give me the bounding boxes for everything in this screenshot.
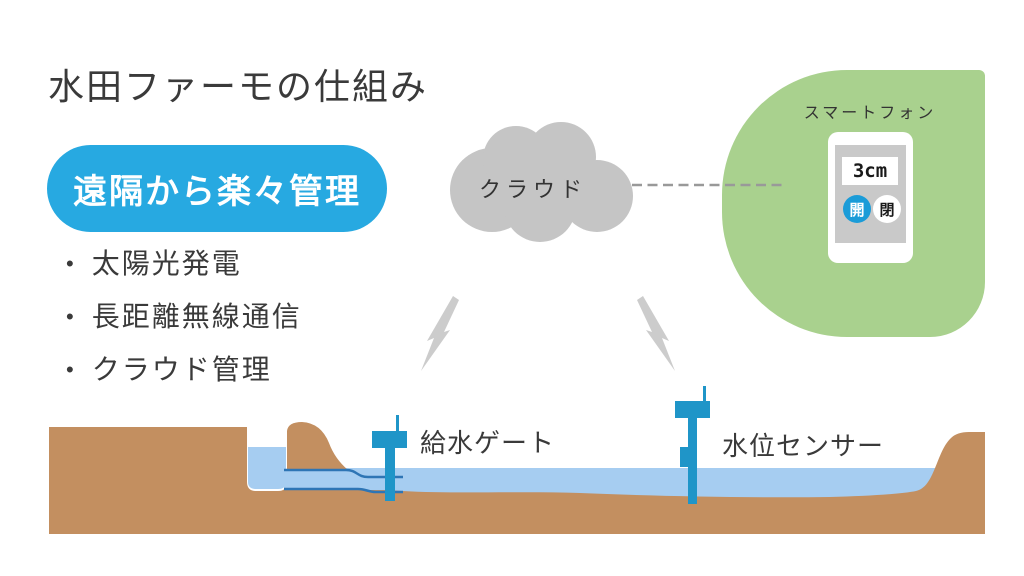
ground (49, 422, 985, 534)
sensor-antenna (703, 386, 706, 402)
sensor-float-box (680, 447, 692, 467)
remote-management-badge: 遠隔から楽々管理 (47, 145, 387, 232)
feature-label: 太陽光発電 (91, 248, 242, 279)
supply-pipe-bottom-outline (284, 487, 403, 494)
close-gate-button[interactable]: 閉 (873, 195, 901, 223)
feature-label: 長距離無線通信 (91, 301, 302, 332)
cloud-label: クラウド (478, 177, 587, 202)
sensor-device (675, 386, 710, 504)
gate-head (372, 431, 407, 448)
badge-label: 遠隔から楽々管理 (73, 173, 361, 211)
bullet-dot: • (66, 251, 76, 276)
supply-pipe-top-outline (284, 468, 403, 479)
feature-item-cloud: • クラウド管理 (66, 355, 302, 385)
gate-control-buttons: 開 閉 (843, 195, 901, 223)
page-title: 水田ファーモの仕組み (48, 66, 429, 107)
lightning-bolt-right (637, 296, 675, 371)
gate-antenna (396, 415, 399, 433)
smartphone: 3cm 開 閉 (828, 132, 913, 263)
smartphone-label: スマートフォン (803, 105, 937, 122)
water-level-readout: 3cm (842, 157, 898, 185)
lightning-bolt-left (421, 296, 459, 371)
bullet-dot: • (66, 357, 76, 382)
sensor-label: 水位センサー (722, 431, 885, 461)
cloud-shape (450, 122, 633, 242)
lightning-bolts (421, 296, 675, 371)
sensor-head (675, 401, 710, 418)
feature-label: クラウド管理 (91, 354, 272, 385)
bullet-dot: • (66, 304, 76, 329)
gate-label: 給水ゲート (420, 428, 556, 458)
gate-stem (385, 448, 395, 501)
supply-pipe-fill (284, 470, 403, 490)
feature-list: • 太陽光発電 • 長距離無線通信 • クラウド管理 (66, 249, 302, 385)
feature-item-solar: • 太陽光発電 (66, 249, 302, 279)
feature-item-wireless: • 長距離無線通信 (66, 302, 302, 332)
gate-device (372, 415, 407, 501)
channel-water (248, 447, 286, 489)
open-gate-button[interactable]: 開 (843, 195, 871, 223)
smartphone-screen: 3cm 開 閉 (835, 145, 906, 243)
sensor-stem (688, 418, 697, 504)
